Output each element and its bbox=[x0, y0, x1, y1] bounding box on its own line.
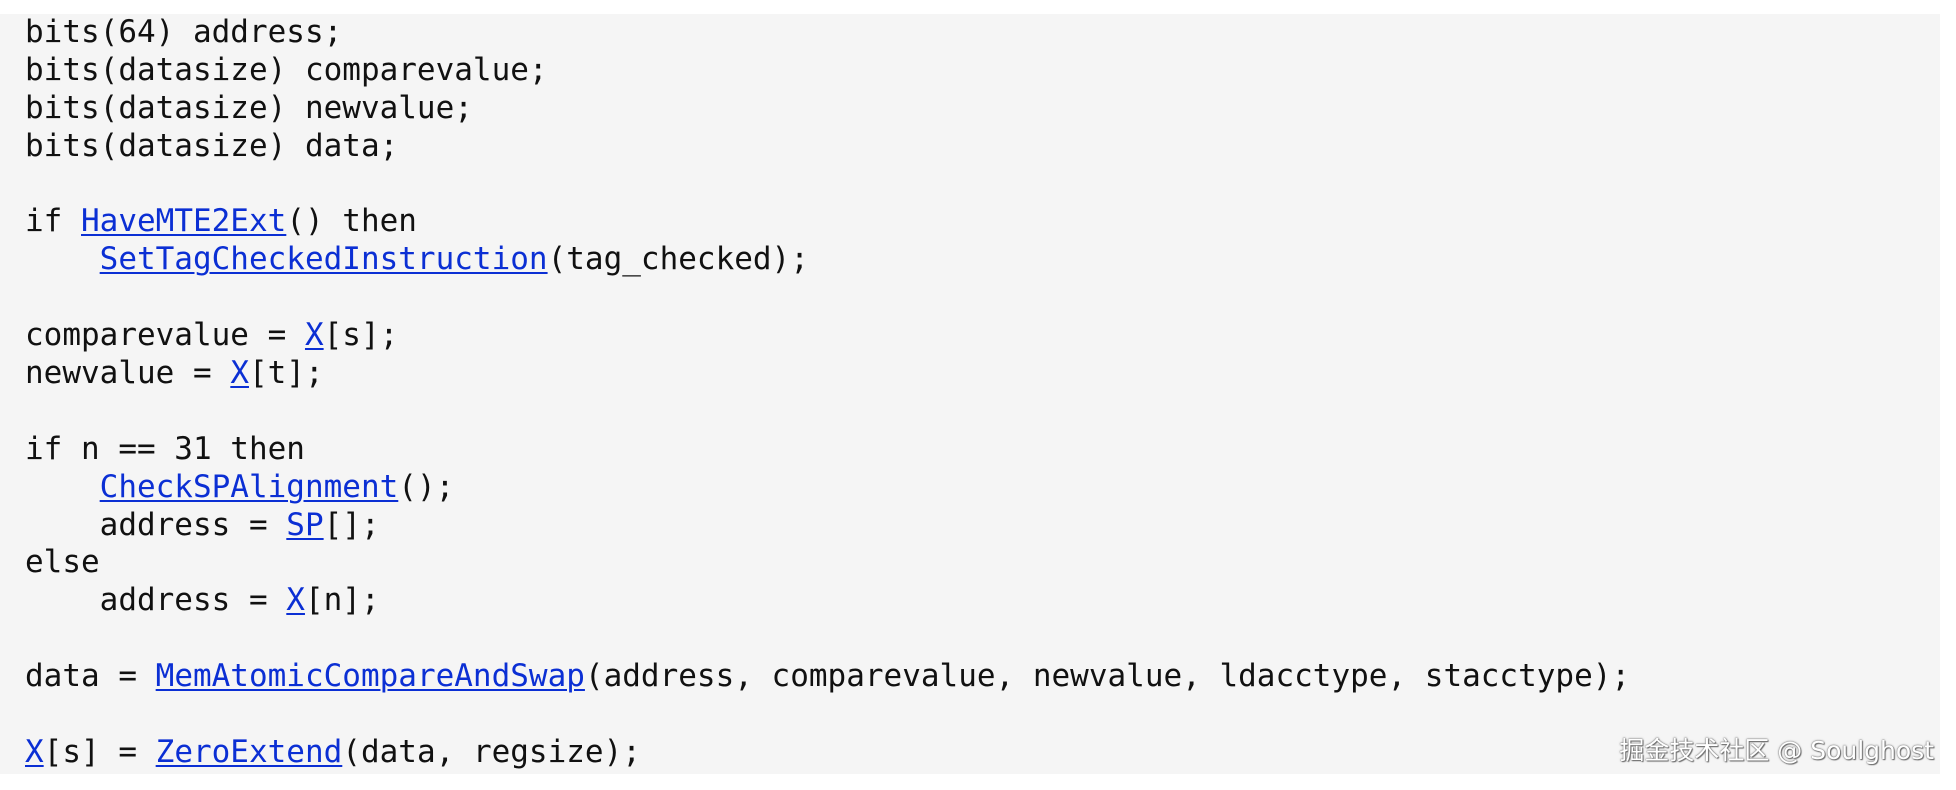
code-text bbox=[25, 241, 100, 277]
pseudocode-listing: bits(64) address;bits(datasize) comparev… bbox=[25, 14, 1940, 772]
code-link-x[interactable]: X bbox=[230, 355, 249, 392]
code-text: address = bbox=[25, 506, 287, 543]
code-line bbox=[25, 393, 1940, 431]
code-link-sp[interactable]: SP bbox=[286, 506, 324, 543]
code-line: if n == 31 then bbox=[25, 431, 1940, 469]
code-line: bits(datasize) newvalue; bbox=[25, 90, 1940, 128]
watermark: 掘金技术社区 @ Soulghost bbox=[1619, 736, 1934, 765]
code-text: (tag_checked); bbox=[547, 241, 809, 278]
code-text: bits(datasize) comparevalue; bbox=[25, 51, 548, 88]
code-text: address = bbox=[25, 582, 287, 619]
code-link-havemte2ext[interactable]: HaveMTE2Ext bbox=[81, 203, 287, 240]
code-text: if bbox=[25, 203, 81, 240]
code-link-x[interactable]: X bbox=[286, 582, 305, 619]
code-line: bits(64) address; bbox=[25, 14, 1940, 52]
code-text: comparevalue = bbox=[25, 317, 305, 354]
code-text: [s]; bbox=[323, 317, 399, 354]
code-line: CheckSPAlignment(); bbox=[25, 469, 1940, 507]
code-text: else bbox=[25, 544, 100, 581]
code-line bbox=[25, 166, 1940, 204]
code-line bbox=[25, 279, 1940, 317]
code-line: address = X[n]; bbox=[25, 582, 1940, 620]
code-line: newvalue = X[t]; bbox=[25, 355, 1940, 393]
code-line: address = SP[]; bbox=[25, 507, 1940, 545]
code-line: data = MemAtomicCompareAndSwap(address, … bbox=[25, 658, 1940, 696]
code-text: []; bbox=[323, 506, 380, 543]
code-text: (); bbox=[398, 468, 455, 505]
code-line: comparevalue = X[s]; bbox=[25, 317, 1940, 355]
code-text: (address, comparevalue, newvalue, ldacct… bbox=[584, 658, 1631, 695]
code-text: bits(64) address; bbox=[25, 14, 343, 50]
code-line: if HaveMTE2Ext() then bbox=[25, 203, 1940, 241]
code-link-settagcheckedinstruction[interactable]: SetTagCheckedInstruction bbox=[99, 241, 548, 278]
code-text: bits(datasize) data; bbox=[25, 127, 399, 164]
code-link-mematomiccompareandswap[interactable]: MemAtomicCompareAndSwap bbox=[155, 658, 585, 695]
code-line: else bbox=[25, 544, 1940, 582]
code-line: X[s] = ZeroExtend(data, regsize); bbox=[25, 734, 1940, 772]
code-text: if n == 31 then bbox=[25, 430, 305, 467]
code-text: [n]; bbox=[304, 582, 380, 619]
code-text bbox=[25, 469, 100, 505]
code-text: [s] = bbox=[43, 733, 156, 770]
code-text: data = bbox=[25, 658, 156, 695]
code-line bbox=[25, 696, 1940, 734]
code-link-checkspalignment[interactable]: CheckSPAlignment bbox=[99, 468, 399, 505]
code-line: SetTagCheckedInstruction(tag_checked); bbox=[25, 241, 1940, 279]
code-line: bits(datasize) data; bbox=[25, 128, 1940, 166]
code-text: [t]; bbox=[248, 355, 324, 392]
code-block: bits(64) address;bits(datasize) comparev… bbox=[0, 14, 1940, 774]
code-line bbox=[25, 620, 1940, 658]
code-text: (data, regsize); bbox=[342, 733, 641, 770]
code-link-x[interactable]: X bbox=[25, 733, 44, 770]
code-text: () then bbox=[286, 203, 417, 240]
code-text: bits(datasize) newvalue; bbox=[25, 89, 473, 126]
code-link-zeroextend[interactable]: ZeroExtend bbox=[155, 733, 343, 770]
code-text: newvalue = bbox=[25, 355, 231, 392]
code-link-x[interactable]: X bbox=[304, 317, 324, 354]
code-line: bits(datasize) comparevalue; bbox=[25, 52, 1940, 90]
